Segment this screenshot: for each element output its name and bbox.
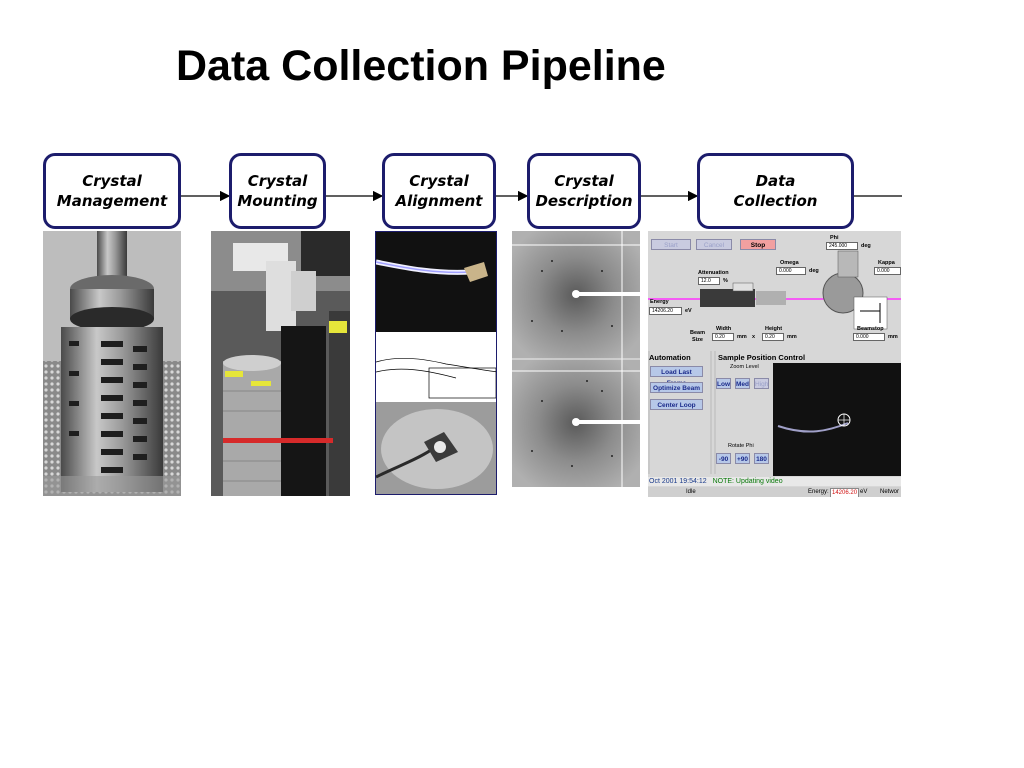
beamstop-select[interactable]: 0.000 [853,333,885,341]
height-unit: mm [787,334,797,340]
optimize-beam-button[interactable]: Optimize Beam [650,382,703,393]
omega-select[interactable]: 0.000 [776,267,806,275]
rotate-minus90-button[interactable]: -90 [716,453,731,464]
diffraction-images [512,231,640,487]
omega-label: Omega [780,260,799,266]
status-bar: Idle Energy: 14206.20 eV Networ [648,487,901,497]
beamline-schematic [648,250,901,476]
beam-size-x: x [752,334,756,340]
status-idle: Idle [686,489,696,495]
rotate-phi-label: Rotate Phi [728,443,754,449]
beamstop-unit: mm [888,334,898,340]
width-label: Width [716,326,732,332]
phi-label: Phi [830,235,839,241]
omega-unit: deg [809,268,819,274]
stage-crystal-alignment: Crystal Alignment [382,153,496,229]
status-time: Oct 2001 19:54:12 [649,478,707,485]
sample-position-control-title: Sample Position Control [718,353,806,362]
kappa-label: Kappa [878,260,895,266]
automation-title: Automation [649,353,691,362]
zoom-level-label: Zoom Level [730,364,759,370]
center-loop-button[interactable]: Center Loop [650,399,703,410]
robot-mounting-photo [211,231,350,496]
zoom-low-button[interactable]: Low [716,378,731,389]
zoom-high-button[interactable]: High [754,378,769,389]
status-energy-value: 14206.20 [830,488,860,497]
cancel-button[interactable]: Cancel [696,239,732,250]
attenuation-label: Attenuation [698,270,729,276]
stage-crystal-description: Crystal Description [527,153,641,229]
height-select[interactable]: 0.20 [762,333,784,341]
energy-unit: eV [685,308,692,314]
load-last-frame-button[interactable]: Load Last Frame [650,366,703,387]
height-label: Height [765,326,783,332]
data-collection-gui: Start Cancel Stop Phi 245.000 deg Omega … [648,231,901,497]
stage-crystal-management: Crystal Management [43,153,181,229]
start-button[interactable]: Start [651,239,691,250]
phi-select[interactable]: 245.000 [826,242,858,250]
kappa-select[interactable]: 0.000 [874,267,901,275]
stage-data-collection: Data Collection [697,153,854,229]
rotate-plus90-button[interactable]: +90 [735,453,750,464]
beamstop-label: Beamstop [857,326,884,332]
zoom-med-button[interactable]: Med [735,378,750,389]
attenuation-unit: % [723,278,728,284]
status-message-bar: Oct 2001 19:54:12 NOTE: Updating video [648,477,901,486]
status-energy-unit: eV [860,489,868,495]
energy-label: Energy [650,299,669,305]
status-energy-label: Energy: [808,489,829,495]
status-note: NOTE: Updating video [712,478,783,485]
stop-button[interactable]: Stop [740,239,776,250]
beam-size-label: Beam Size [690,330,705,343]
attenuation-select[interactable]: 12.0 [698,277,720,285]
page-title: Data Collection Pipeline [176,42,666,90]
phi-unit: deg [861,243,871,249]
crystal-cassette-photo [43,231,181,496]
width-unit: mm [737,334,747,340]
width-select[interactable]: 0.20 [712,333,734,341]
rotate-180-button[interactable]: 180 [754,453,769,464]
status-network: Networ [880,489,900,495]
energy-select[interactable]: 14206.20 [649,307,682,315]
crystal-alignment-photos [375,231,497,495]
stage-crystal-mounting: Crystal Mounting [229,153,326,229]
